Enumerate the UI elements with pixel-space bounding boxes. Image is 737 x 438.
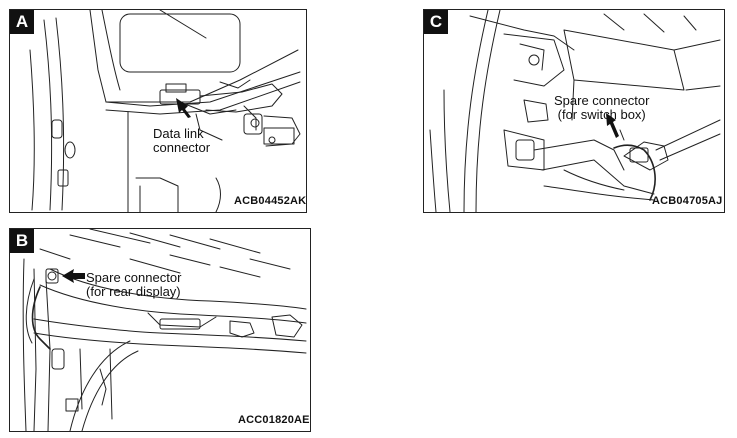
panel-a-drawing bbox=[29, 10, 301, 212]
callout-line-1: Data link bbox=[153, 126, 204, 141]
callout-label: Spare connector(for rear display) bbox=[86, 271, 181, 299]
panel-b-drawing bbox=[22, 229, 307, 431]
panel-letter: C bbox=[424, 10, 448, 34]
callout-line-1: Spare connector bbox=[86, 270, 182, 285]
panel-c-drawing bbox=[429, 10, 721, 212]
arrow-icon bbox=[176, 98, 191, 118]
panel-b: B Spare connector(for rear display) ACC0… bbox=[9, 228, 311, 432]
callout-label: Spare connector(for switch box) bbox=[554, 94, 649, 122]
figure-code: ACC01820AE bbox=[238, 414, 310, 426]
callout-line-1: Spare connector bbox=[554, 93, 650, 108]
panel-c: C Spare connector(for switch box) ACB047… bbox=[423, 9, 725, 213]
arrow-icon bbox=[62, 269, 85, 283]
panel-letter: B bbox=[10, 229, 34, 253]
arrow-icon bbox=[606, 113, 619, 138]
callout-line-2: (for rear display) bbox=[86, 284, 181, 299]
figure-code: ACB04452AK bbox=[234, 195, 307, 207]
callout-line-2: (for switch box) bbox=[557, 107, 646, 122]
figure-code: ACB04705AJ bbox=[652, 195, 723, 207]
callout-line-2: connector bbox=[153, 140, 211, 155]
panel-letter: A bbox=[10, 10, 34, 34]
